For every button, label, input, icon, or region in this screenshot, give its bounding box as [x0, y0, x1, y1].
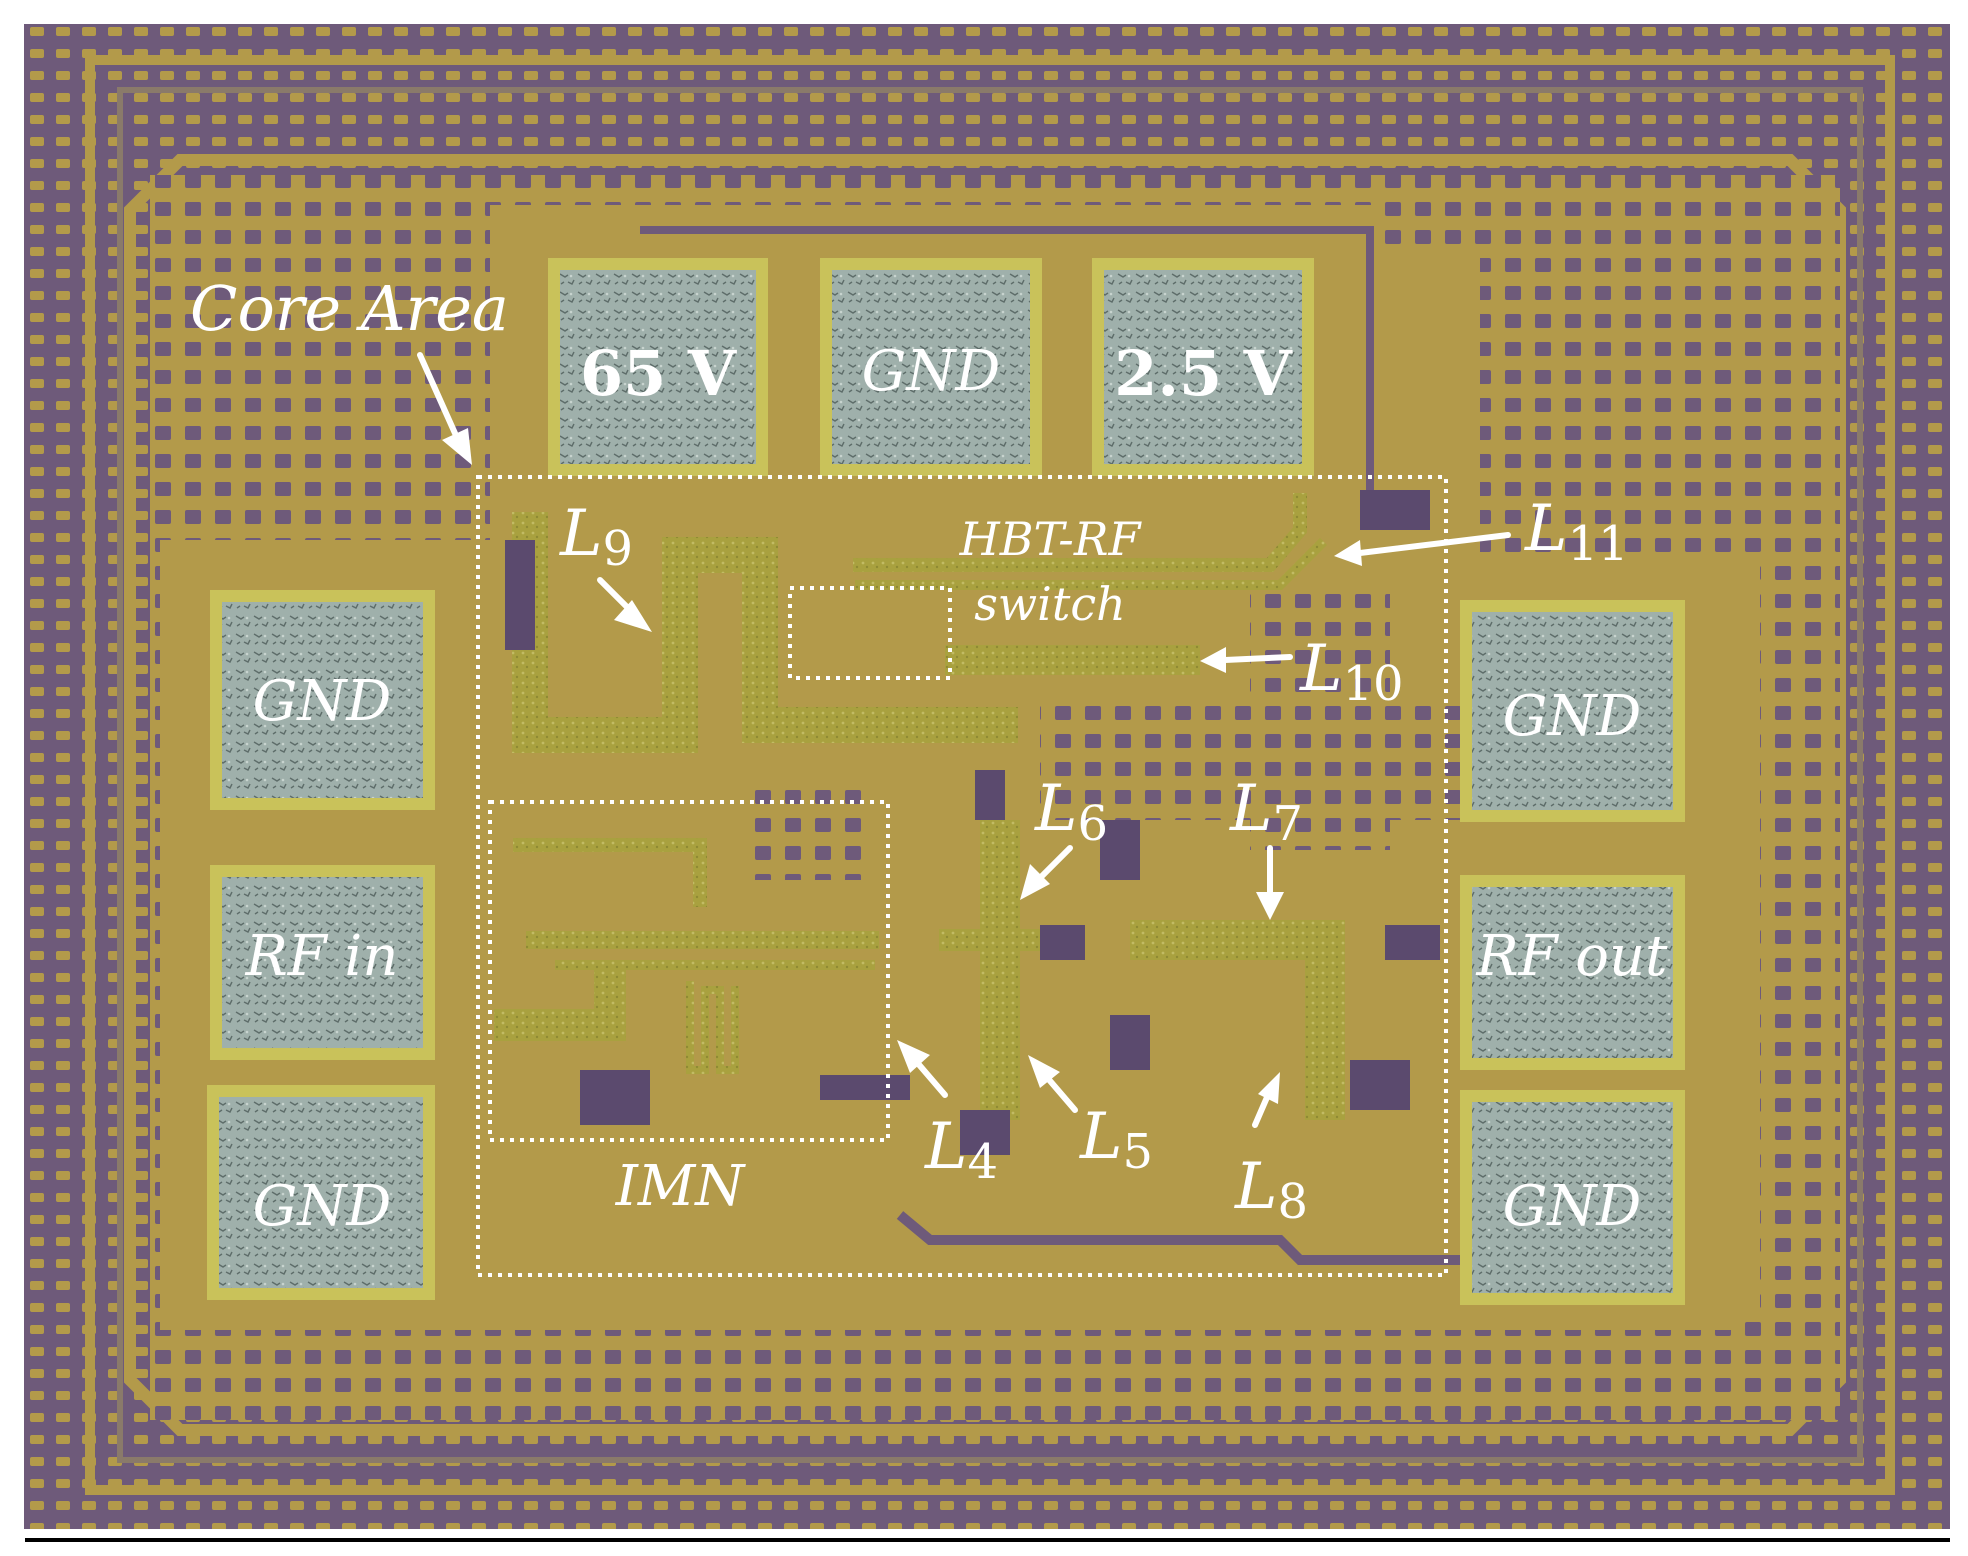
pad-label-rf-out: RF out: [1475, 924, 1668, 989]
pad-label-gnd-left-bottom: GND: [253, 1174, 392, 1239]
pad-label-2-5v: 2.5 V: [1114, 337, 1292, 410]
pad-label-gnd-top: GND: [862, 339, 1001, 404]
inductor-label-l10: L10: [1299, 632, 1404, 712]
inductor-label-l5: L5: [1079, 1100, 1153, 1180]
switch-label: switch: [974, 577, 1126, 631]
core-area-label: Core Area: [190, 272, 509, 345]
pad-label-gnd-left-top: GND: [253, 669, 392, 734]
pad-label-gnd-right-top: GND: [1503, 684, 1642, 749]
bottom-rule: [25, 1538, 1950, 1542]
pad-label-gnd-right-bottom: GND: [1503, 1174, 1642, 1239]
pad-label-65v: 65 V: [580, 337, 737, 410]
inductor-label-l9: L9: [559, 497, 633, 577]
inductor-label-l8: L8: [1234, 1150, 1308, 1230]
pad-label-rf-in: RF in: [245, 924, 399, 989]
inductor-label-l7: L7: [1229, 772, 1303, 852]
inductor-label-l4: L4: [924, 1110, 998, 1190]
hbt-rf-label: HBT-RF: [959, 512, 1143, 566]
inductor-label-l11: L11: [1524, 492, 1629, 572]
imn-label: IMN: [615, 1154, 746, 1219]
inductor-label-l6: L6: [1034, 772, 1108, 852]
